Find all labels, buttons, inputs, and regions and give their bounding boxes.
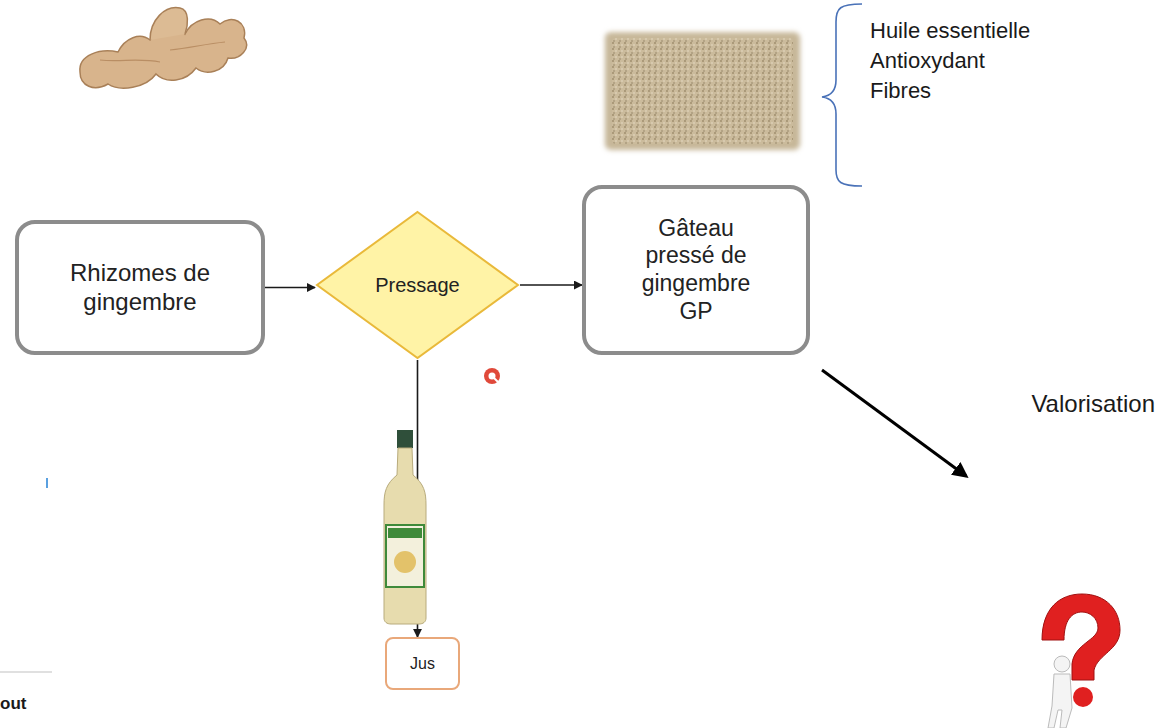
node-label: Gâteau pressé de gingembre GP [630,215,762,325]
process-box: Rhizomes de gingembre [15,220,265,355]
annotation-label: Fibres [870,78,931,104]
pressed-cake-image [605,32,800,150]
process-box: Gâteau pressé de gingembre GP [582,185,810,355]
juice-bottle-part [386,525,424,587]
cropped-mark [46,478,48,488]
question-figure-part [1054,656,1070,672]
juice-bottle-part [397,430,413,448]
node-text-group: Pressage [375,273,460,297]
juice-bottle-part [394,551,416,573]
flow-arrow [520,284,582,286]
valorisation-arrow [822,370,966,476]
output-box: Jus [385,637,460,690]
annotation-label: out [0,694,26,714]
q-icon-part [484,368,500,384]
node-label: Rhizomes de gingembre [37,259,243,317]
flow-arrow [265,287,315,289]
diamond-shape [317,212,518,358]
ginger-illustration [80,8,247,88]
q-icon [484,368,500,384]
cropped-rule [0,671,52,673]
question-figure-part [1073,687,1093,707]
juice-bottle [384,430,426,624]
decision-diamond: Pressage [315,210,520,360]
question-figure [1042,594,1120,728]
ginger-illustration-part [150,8,187,40]
curly-bracket [822,4,862,186]
annotation-label: Valorisation [1031,390,1155,418]
node-label: Jus [410,654,435,673]
juice-bottle-part [384,448,426,624]
node-text-group: Gâteau pressé de gingembre GP [630,215,762,325]
pressed-cake-image [612,38,793,144]
node-label: Pressage [375,273,460,297]
node-text-group: Rhizomes de gingembre [37,259,243,317]
question-figure-part [1042,594,1120,680]
juice-bottle-part [388,528,422,538]
ginger-illustration-part [100,42,225,62]
annotation-label: Antioxydant [870,48,985,74]
q-icon-part [494,378,498,382]
question-figure-part [1048,674,1072,728]
node-text-group: Jus [410,654,435,673]
annotation-label: Huile essentielle [870,18,1030,44]
